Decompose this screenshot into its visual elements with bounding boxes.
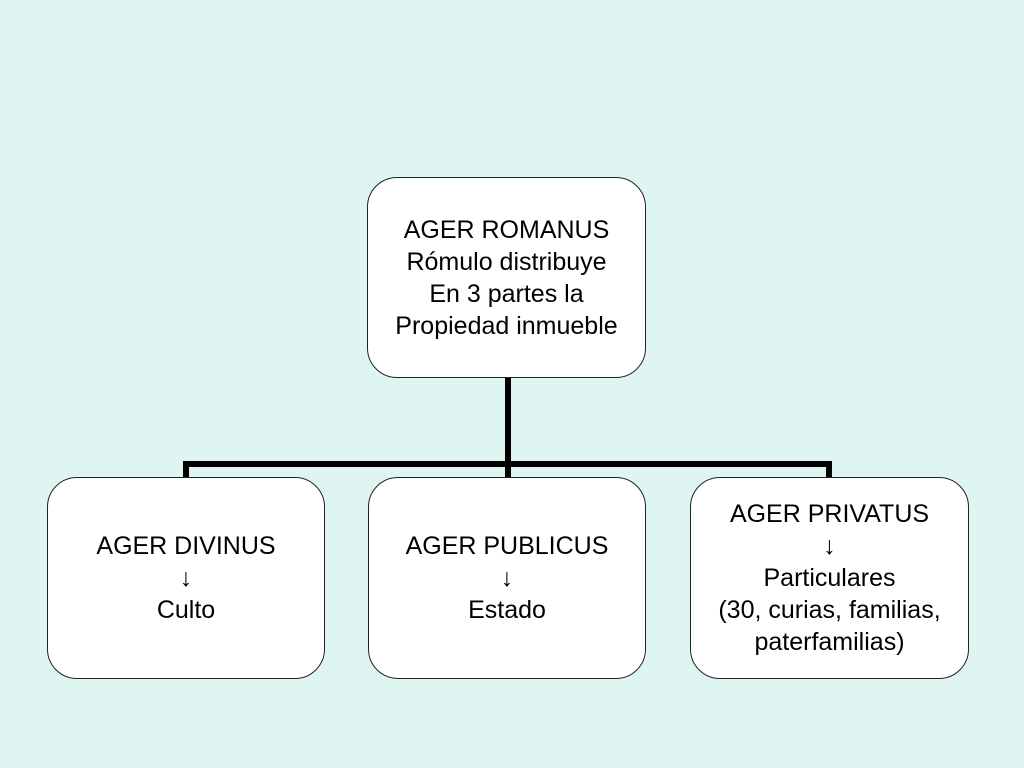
root-line-1: AGER ROMANUS [403, 215, 610, 244]
privatus-description-1: Particulares [763, 564, 896, 592]
root-line-4: Propiedad inmueble [395, 311, 618, 340]
privatus-description-3: paterfamilias) [754, 628, 905, 656]
ager-privatus-box: AGER PRIVATUS ↓ Particulares (30, curias… [690, 477, 969, 679]
root-line-3: En 3 partes la [429, 279, 584, 308]
privatus-description-2: (30, curias, familias, [718, 596, 941, 624]
privatus-title: AGER PRIVATUS [729, 500, 930, 528]
ager-divinus-box: AGER DIVINUS ↓ Culto [47, 477, 325, 679]
publicus-description: Estado [468, 596, 546, 624]
publicus-title: AGER PUBLICUS [405, 532, 609, 560]
root-line-2: Rómulo distribuye [406, 247, 607, 276]
down-arrow-icon: ↓ [179, 564, 193, 592]
divinus-description: Culto [156, 596, 216, 624]
ager-publicus-box: AGER PUBLICUS ↓ Estado [368, 477, 646, 679]
down-arrow-icon: ↓ [823, 532, 836, 560]
ager-romanus-box: AGER ROMANUS Rómulo distribuye En 3 part… [367, 177, 646, 378]
divinus-title: AGER DIVINUS [96, 532, 276, 560]
down-arrow-icon: ↓ [500, 564, 514, 592]
